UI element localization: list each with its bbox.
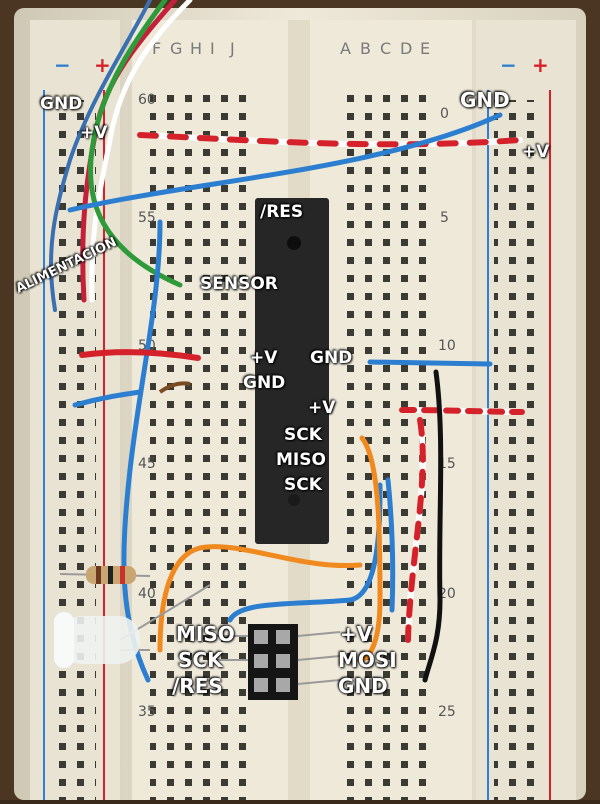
- label-header-miso: MISO: [176, 622, 235, 646]
- col-number-55: 55: [138, 210, 156, 226]
- row-letter-e: E: [420, 39, 430, 58]
- label-sensor: SENSOR: [200, 274, 278, 294]
- label-plus-v-mid: +V: [250, 348, 278, 368]
- row-letter-j: J: [229, 39, 235, 58]
- col-number-0: 0: [440, 106, 449, 122]
- label-res: /RES: [260, 202, 304, 222]
- row-letter-h: H: [190, 39, 202, 58]
- row-letter-i: I: [210, 39, 215, 58]
- resistor: [59, 566, 151, 584]
- red-white-wire-right: [399, 407, 525, 643]
- label-sck-2: SCK: [284, 475, 322, 495]
- row-letter-b: B: [360, 39, 371, 58]
- label-plus-v-top-right: +V: [522, 142, 550, 162]
- terminal-holes-right: [336, 90, 432, 800]
- label-header-gnd: GND: [338, 674, 388, 698]
- incoming-cable: [49, 0, 193, 312]
- left-rail-plus: +: [94, 53, 111, 77]
- col-number-25: 25: [438, 704, 456, 720]
- led: [54, 584, 211, 668]
- black-wire: [422, 369, 444, 683]
- col-number-45: 45: [138, 456, 156, 472]
- label-header-mosi: MOSI: [338, 648, 397, 672]
- row-letter-d: D: [400, 39, 412, 58]
- label-header-sck: SCK: [178, 648, 223, 672]
- red-white-wire-top: [137, 132, 523, 148]
- label-miso-1: MISO: [276, 450, 326, 470]
- col-number-40: 40: [138, 586, 156, 602]
- row-letter-a: A: [340, 39, 351, 58]
- row-letter-f: F: [152, 39, 161, 58]
- isp-header: [210, 624, 341, 700]
- col-number-60: 60: [138, 92, 156, 108]
- terminal-holes-left: [150, 90, 246, 800]
- label-sck-1: SCK: [284, 425, 322, 445]
- row-letter-g: G: [170, 39, 182, 58]
- row-letter-c: C: [380, 39, 391, 58]
- red-wire-mid: [79, 349, 201, 361]
- label-header-res: /RES: [172, 674, 223, 698]
- label-gnd-right: GND: [310, 348, 353, 368]
- row-letters: F G H I J A B C D E: [152, 39, 430, 58]
- label-header-plus-v: +V: [340, 622, 373, 646]
- label-gnd-top-left: GND: [40, 94, 83, 114]
- label-gnd-top-right: GND: [460, 88, 510, 112]
- label-plus-v-right: +V: [308, 398, 336, 418]
- right-rail-minus: −: [500, 53, 517, 77]
- microcontroller-chip: [255, 198, 329, 544]
- col-number-35: 35: [138, 704, 156, 720]
- col-number-10: 10: [438, 338, 456, 354]
- col-number-5: 5: [440, 210, 449, 226]
- right-rail-plus: +: [532, 53, 549, 77]
- orange-wires: [157, 435, 383, 663]
- col-number-20: 20: [438, 586, 456, 602]
- label-gnd-mid: GND: [243, 373, 286, 393]
- left-rail-minus: −: [54, 53, 71, 77]
- brown-wire: [158, 381, 191, 394]
- label-plus-v-top-left: +V: [80, 123, 108, 143]
